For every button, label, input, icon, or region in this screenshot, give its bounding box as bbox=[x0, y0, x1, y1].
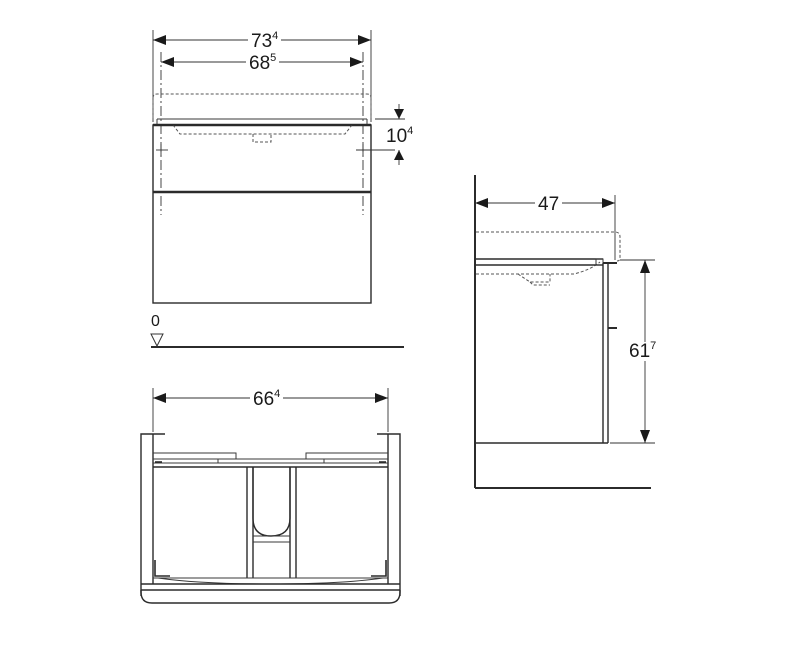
dimension-inner-width: 685 bbox=[246, 52, 280, 74]
dimension-decimal: 4 bbox=[274, 388, 281, 400]
dimension-overall-width: 734 bbox=[248, 30, 282, 52]
dimension-decimal: 4 bbox=[407, 125, 414, 137]
dimension-value: 73 bbox=[251, 31, 273, 52]
dimension-value: 68 bbox=[249, 53, 271, 74]
dimension-value: 10 bbox=[386, 126, 408, 147]
dimension-value: 66 bbox=[253, 389, 275, 410]
dimension-plan-width: 664 bbox=[250, 388, 284, 410]
dimension-drawer-height: 104 bbox=[386, 125, 414, 147]
dimension-height: 617 bbox=[626, 340, 660, 362]
dimension-decimal: 7 bbox=[650, 340, 657, 352]
floor-reference-label: 0 bbox=[151, 314, 160, 330]
dimension-value: 47 bbox=[538, 194, 560, 215]
dimension-depth: 47 bbox=[535, 194, 563, 215]
dimension-value: 61 bbox=[629, 341, 651, 362]
front-view bbox=[150, 30, 405, 348]
floor-level-value: 0 bbox=[151, 313, 160, 330]
plan-view bbox=[140, 388, 401, 604]
dimension-decimal: 4 bbox=[272, 30, 279, 42]
side-view bbox=[474, 175, 655, 489]
dimension-decimal: 5 bbox=[270, 52, 277, 64]
